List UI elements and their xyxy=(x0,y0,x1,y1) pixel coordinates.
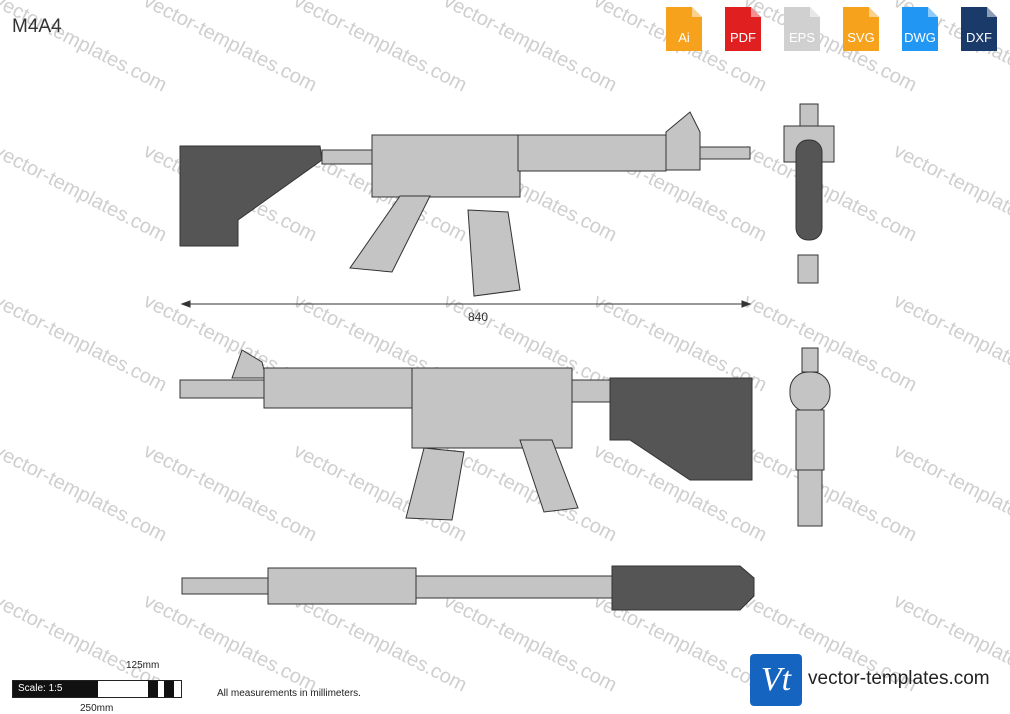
format-badge-eps[interactable]: EPS xyxy=(780,5,824,53)
file-icon xyxy=(902,7,938,51)
front-view-top xyxy=(783,103,835,284)
scale-bar-gap xyxy=(158,681,164,697)
brand-name[interactable]: vector-templates.com xyxy=(808,668,990,689)
measurement-note: All measurements in millimeters. xyxy=(217,688,361,699)
format-badge-dwg[interactable]: DWG xyxy=(898,5,942,53)
side-view-left xyxy=(179,349,753,521)
scale-bar-black-segment xyxy=(13,681,98,697)
format-label: Ai xyxy=(678,30,690,45)
format-badge-ai[interactable]: Ai xyxy=(662,5,706,53)
format-label: DWG xyxy=(904,30,936,45)
file-icon xyxy=(843,7,879,51)
file-icon xyxy=(961,7,997,51)
brand-logo[interactable]: Vt xyxy=(750,654,802,706)
scale-mark-125: 125mm xyxy=(126,660,160,671)
format-label: SVG xyxy=(847,30,875,45)
scale-bar-tick xyxy=(164,681,174,697)
file-icon xyxy=(784,7,820,51)
format-badge-svg[interactable]: SVG xyxy=(839,5,883,53)
file-icon xyxy=(725,7,761,51)
scale-bar-white-segment xyxy=(98,681,148,697)
scale-mark-250: 250mm xyxy=(80,703,114,714)
format-label: PDF xyxy=(730,30,756,45)
page-title: M4A4 xyxy=(12,16,62,37)
side-view-right xyxy=(179,111,751,297)
scale-bar xyxy=(12,680,182,698)
format-badge-pdf[interactable]: PDF xyxy=(721,5,765,53)
format-badge-dxf[interactable]: DXF xyxy=(957,5,1001,53)
scale-label: Scale: 1:5 xyxy=(18,683,63,694)
file-icon xyxy=(666,7,702,51)
rear-view xyxy=(789,347,831,527)
format-label: EPS xyxy=(788,30,815,45)
overall-length-label: 840 xyxy=(468,310,489,324)
scale-bar-tick xyxy=(148,681,158,697)
dimension-line xyxy=(180,300,752,308)
format-label: DXF xyxy=(966,30,992,45)
top-view xyxy=(181,565,755,611)
